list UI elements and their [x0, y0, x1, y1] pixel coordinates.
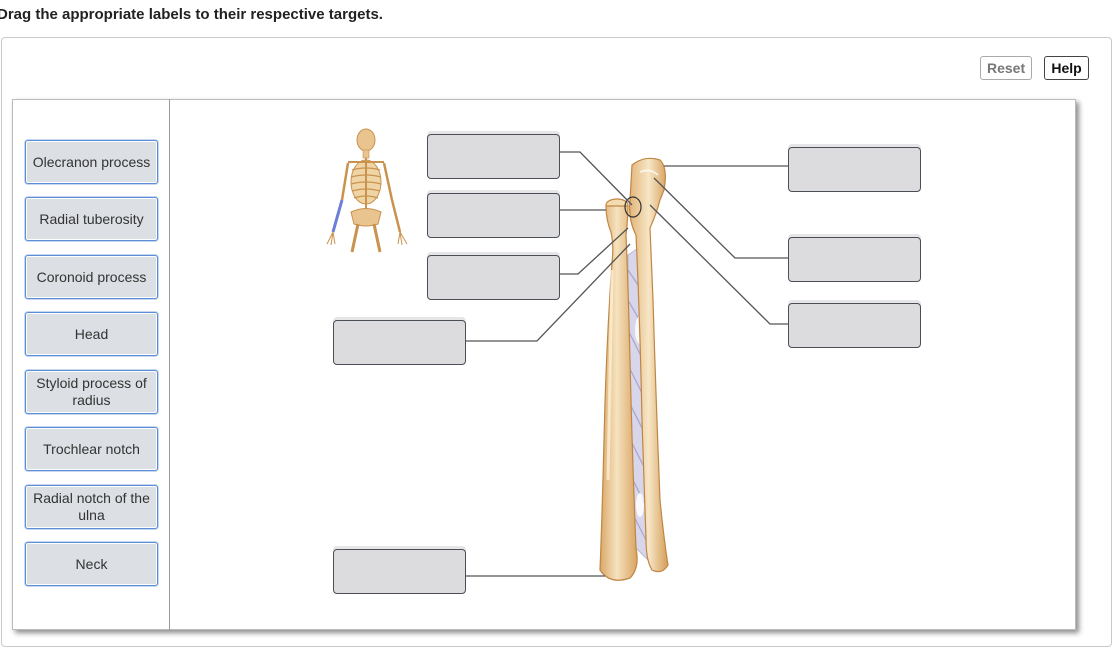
drop-target-6[interactable] — [788, 147, 921, 192]
help-button[interactable]: Help — [1044, 56, 1089, 80]
label-trochlear-notch[interactable]: Trochlear notch — [25, 427, 158, 471]
label-head[interactable]: Head — [25, 312, 158, 356]
drop-target-7[interactable] — [788, 237, 921, 282]
ulna-bone — [629, 157, 669, 573]
label-coronoid-process[interactable]: Coronoid process — [25, 255, 158, 299]
label-neck[interactable]: Neck — [25, 542, 158, 586]
label-radial-tuberosity[interactable]: Radial tuberosity — [25, 197, 158, 241]
drop-target-8[interactable] — [788, 303, 921, 348]
instruction-text: Drag the appropriate labels to their res… — [0, 6, 383, 23]
drop-target-1[interactable] — [427, 134, 560, 179]
label-olecranon-process[interactable]: Olecranon process — [25, 140, 158, 184]
leader-lines — [466, 151, 788, 577]
drop-target-5[interactable] — [333, 549, 466, 594]
reset-button[interactable]: Reset — [980, 56, 1032, 80]
radius-bone — [599, 198, 638, 581]
drop-target-4[interactable] — [333, 320, 466, 365]
label-bank — [12, 99, 170, 630]
label-styloid-process-of-radius[interactable]: Styloid process of radius — [25, 370, 158, 414]
skeleton-thumbnail-icon — [326, 128, 408, 253]
drop-target-3[interactable] — [427, 255, 560, 300]
label-radial-notch-of-the-ulna[interactable]: Radial notch of the ulna — [25, 485, 158, 529]
radial-notch-marker — [624, 196, 642, 218]
drop-target-2[interactable] — [427, 193, 560, 238]
